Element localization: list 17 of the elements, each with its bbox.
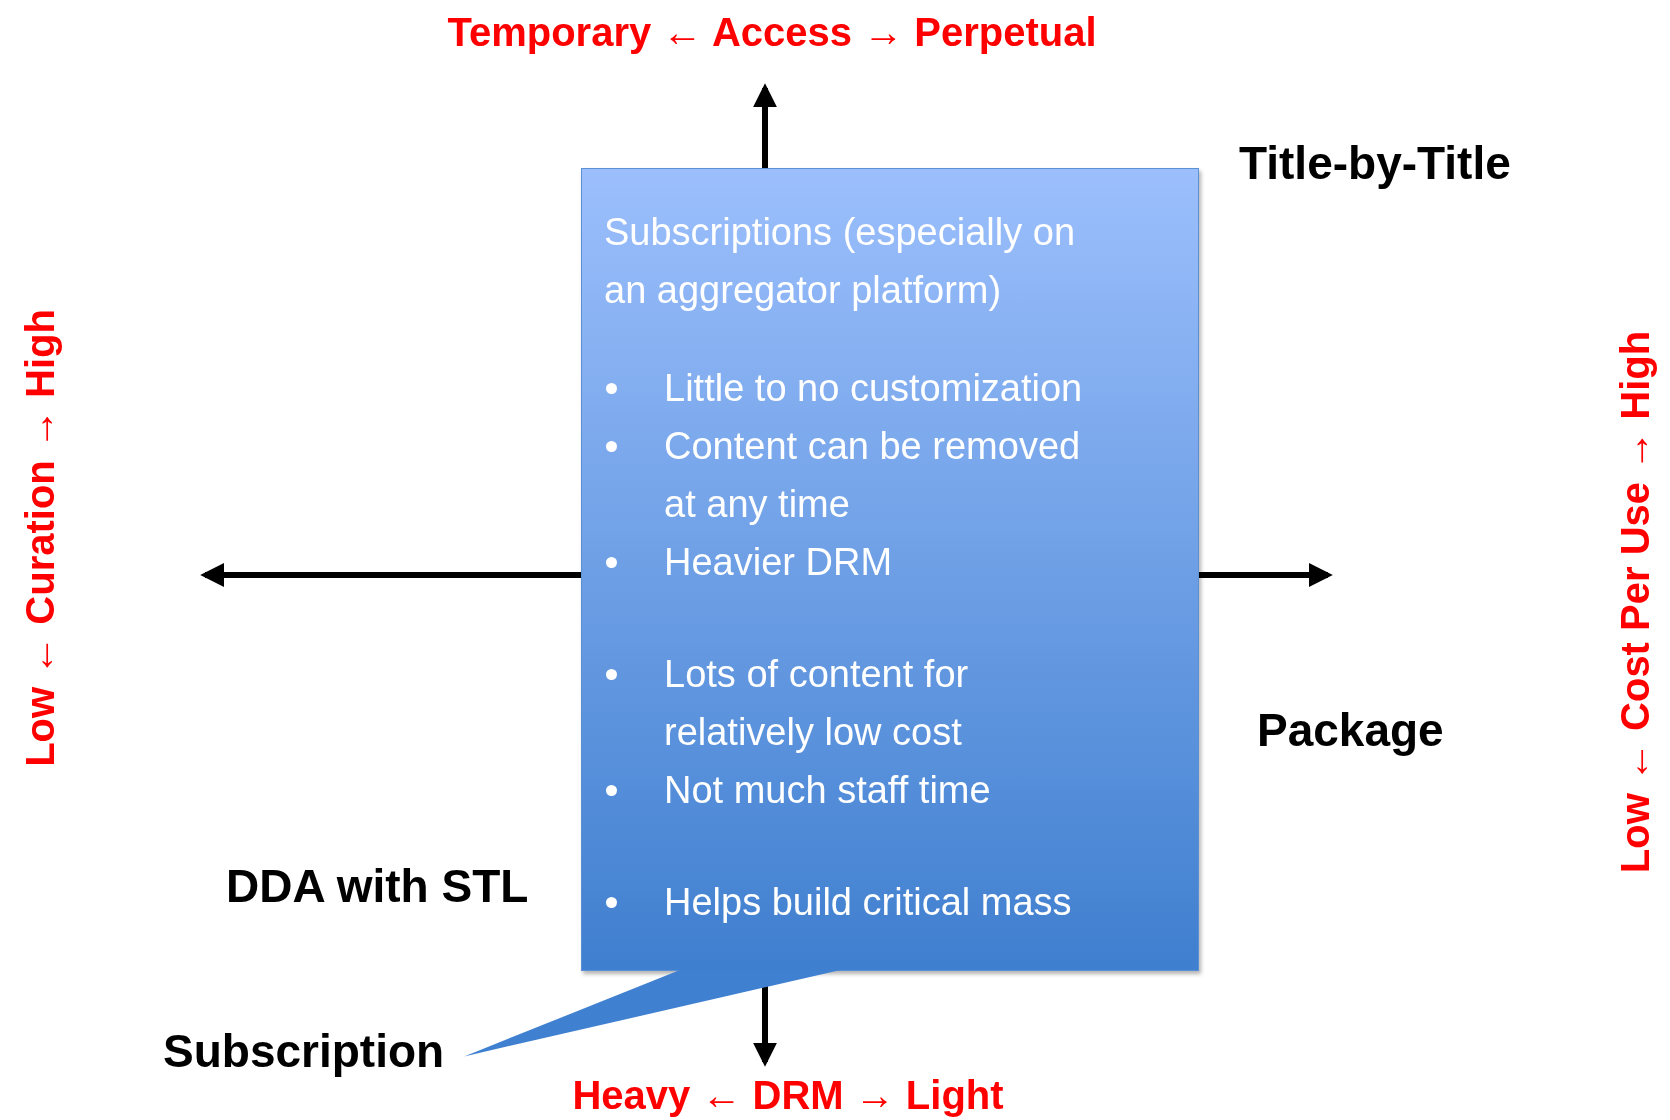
bullet-item: Lots of content for relatively low cost xyxy=(604,645,1088,761)
axis-label: Low ← Curation → High xyxy=(17,309,63,767)
axis-label: Heavy ← DRM → Light xyxy=(572,1072,1004,1118)
callout-box xyxy=(581,168,1199,971)
callout-heading: Subscriptions (especially on an aggregator platform) xyxy=(604,210,1076,313)
bullet-item: Helps build critical mass xyxy=(604,873,1088,931)
axis-label: Low ← Cost Per Use → High xyxy=(1612,330,1658,874)
bullet-item: Not much staff time xyxy=(604,761,1088,819)
callout-tail xyxy=(464,970,841,1057)
axis-label: Temporary ← Access → Perpetual xyxy=(447,9,1097,55)
quadrant-label: Title-by-Title xyxy=(1239,136,1511,190)
quadrant-label: DDA with STL xyxy=(226,859,529,913)
subscription-label: Subscription xyxy=(163,1024,465,1078)
quadrant-label: Package xyxy=(1257,703,1444,757)
bullet-item: Little to no customization xyxy=(604,359,1088,417)
bullet-item: Content can be removed at any time xyxy=(604,417,1088,533)
bullet-item: Heavier DRM xyxy=(604,533,1088,591)
